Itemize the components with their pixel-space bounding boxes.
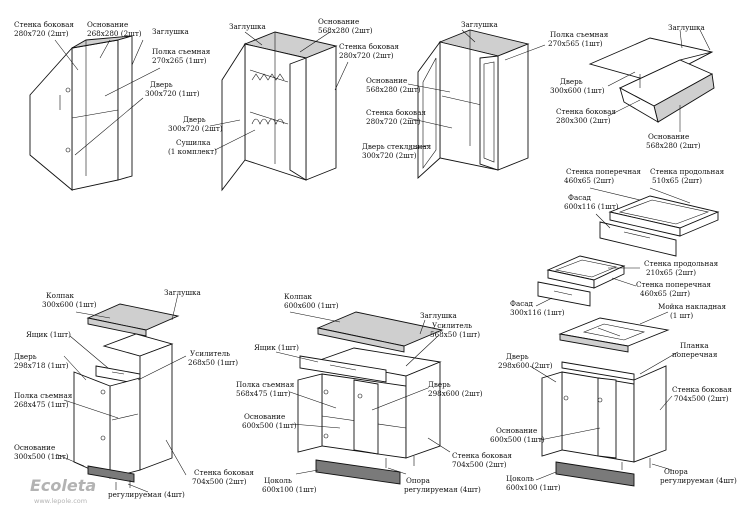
watermark-url: www.lepole.com [34, 497, 87, 505]
u7-sink-label: Мойка накладная(1 шт) [658, 302, 726, 320]
u5-drawer-label: Ящик (1шт) [26, 330, 71, 339]
watermark: Ecoleta www.lepole.com [30, 476, 96, 505]
u4-plug-label: Заглушка [668, 23, 705, 32]
u1-plug-label: Заглушка [152, 27, 189, 36]
u6-plug-label: Заглушка [420, 311, 457, 320]
u6-drawer-label: Ящик (1шт) [254, 343, 299, 352]
u3-plug-label: Заглушка [461, 20, 498, 29]
u5-support-label: регулируемая (4шт) [108, 490, 185, 499]
watermark-logo: Ecoleta [30, 476, 96, 495]
u2-dryer-label: Сушилка(1 комплект) [168, 138, 217, 156]
u5-plug-label: Заглушка [164, 288, 201, 297]
u2-plug-label: Заглушка [229, 22, 266, 31]
